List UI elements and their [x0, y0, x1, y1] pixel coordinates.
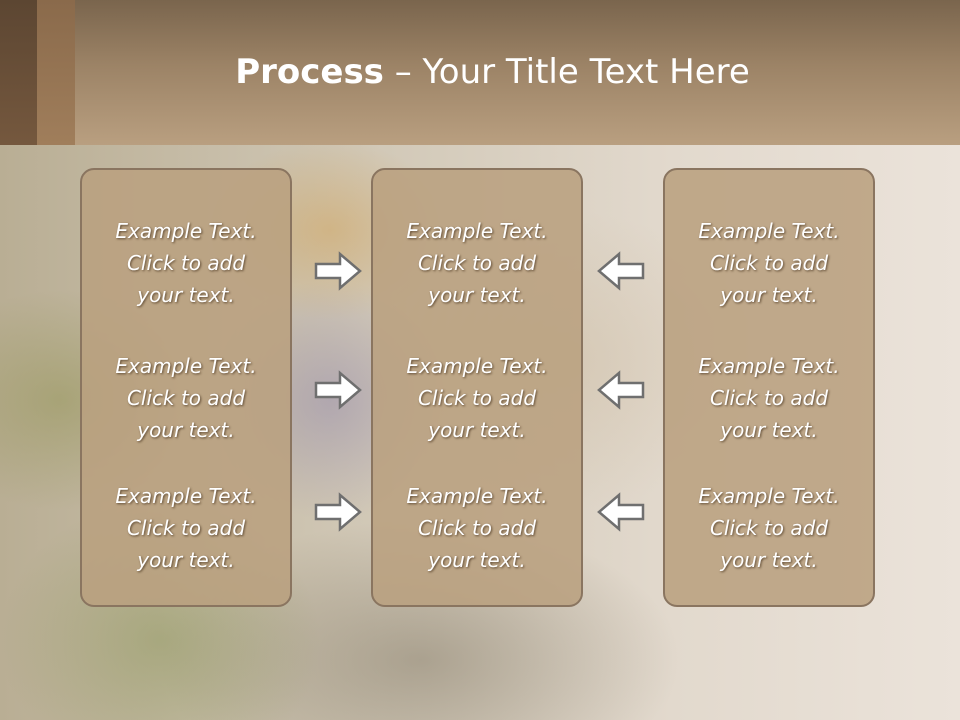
text-line: Click to add [126, 251, 246, 275]
text-block[interactable]: Example Text. Click to add your text. [373, 350, 581, 446]
text-line: your text. [428, 418, 526, 442]
text-block[interactable]: Example Text. Click to add your text. [373, 480, 581, 576]
arrow-left-icon [597, 492, 645, 532]
text-line: your text. [428, 548, 526, 572]
arrow-right-icon [314, 370, 362, 410]
text-block[interactable]: Example Text. Click to add your text. [665, 215, 873, 311]
text-line: Click to add [709, 516, 829, 540]
process-box-1[interactable]: Example Text. Click to add your text. Ex… [80, 168, 292, 607]
text-line: your text. [720, 418, 818, 442]
text-line: your text. [720, 548, 818, 572]
arrow-right-icon [314, 251, 362, 291]
text-line: your text. [137, 418, 235, 442]
arrow-right-icon [314, 492, 362, 532]
text-line: Click to add [709, 386, 829, 410]
title-band [0, 0, 960, 145]
text-block[interactable]: Example Text. Click to add your text. [82, 480, 290, 576]
text-line: Example Text. [406, 354, 548, 378]
text-line: Example Text. [698, 219, 840, 243]
slide-title[interactable]: Process – Your Title Text Here [0, 52, 960, 92]
text-line: Example Text. [698, 484, 840, 508]
text-line: Click to add [417, 386, 537, 410]
text-line: Click to add [126, 516, 246, 540]
text-line: your text. [137, 548, 235, 572]
text-block[interactable]: Example Text. Click to add your text. [665, 350, 873, 446]
title-band-accent-dark [0, 0, 37, 145]
text-line: Example Text. [406, 219, 548, 243]
text-line: Example Text. [115, 354, 257, 378]
text-line: your text. [720, 283, 818, 307]
text-line: Click to add [417, 251, 537, 275]
text-line: Example Text. [406, 484, 548, 508]
text-line: Click to add [417, 516, 537, 540]
arrow-left-icon [597, 370, 645, 410]
title-band-accent-mid [37, 0, 75, 145]
process-box-3[interactable]: Example Text. Click to add your text. Ex… [663, 168, 875, 607]
text-line: Example Text. [115, 219, 257, 243]
text-line: Example Text. [115, 484, 257, 508]
process-box-2[interactable]: Example Text. Click to add your text. Ex… [371, 168, 583, 607]
slide-title-rest: – Your Title Text Here [383, 52, 750, 92]
arrow-left-icon [597, 251, 645, 291]
text-block[interactable]: Example Text. Click to add your text. [373, 215, 581, 311]
text-line: Click to add [709, 251, 829, 275]
text-line: your text. [137, 283, 235, 307]
text-block[interactable]: Example Text. Click to add your text. [82, 350, 290, 446]
text-block[interactable]: Example Text. Click to add your text. [665, 480, 873, 576]
text-line: Click to add [126, 386, 246, 410]
text-line: Example Text. [698, 354, 840, 378]
text-line: your text. [428, 283, 526, 307]
text-block[interactable]: Example Text. Click to add your text. [82, 215, 290, 311]
slide-title-bold: Process [235, 52, 384, 92]
